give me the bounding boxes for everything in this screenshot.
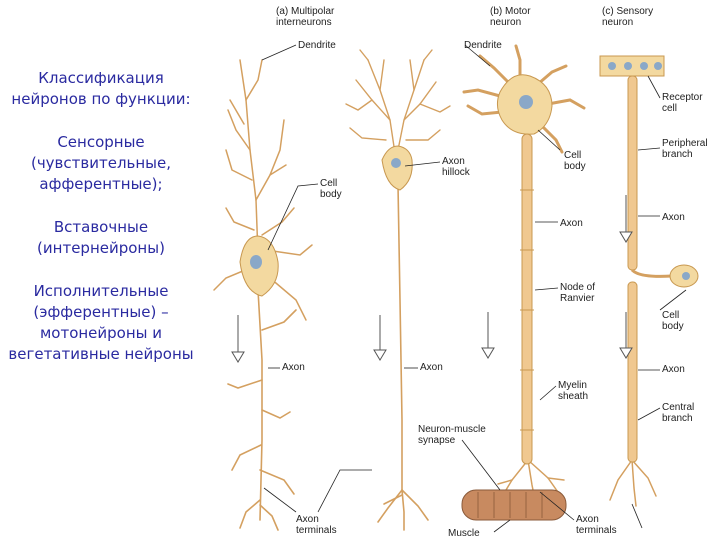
heading-c: (c) Sensory neuron bbox=[602, 6, 654, 28]
label-muscle: Muscle bbox=[448, 528, 480, 539]
receptor-cell-nuclei bbox=[608, 62, 662, 70]
effector-type: Исполнительные (эфферентные) – мотонейро… bbox=[8, 282, 194, 363]
classification-title: Классификация нейронов по функции: bbox=[11, 69, 191, 108]
label-node-of-ranvier: Node of Ranvier bbox=[560, 282, 596, 304]
motor-neuron-nucleus bbox=[519, 95, 533, 109]
label-dendrite-a: Dendrite bbox=[298, 40, 336, 51]
interneuron-1-dendrites bbox=[213, 59, 313, 321]
direction-arrows bbox=[231, 195, 633, 363]
label-receptor-cell: Receptor cell bbox=[662, 92, 703, 114]
heading-a: (a) Multipolar interneurons bbox=[276, 6, 335, 28]
muscle-striations bbox=[477, 492, 543, 518]
label-cell-body-c: Cell body bbox=[662, 310, 684, 332]
label-axon-a1: Axon bbox=[282, 362, 305, 373]
interneuron-1-axon bbox=[227, 289, 297, 531]
label-axon-terminals-b: Axon terminals bbox=[576, 514, 617, 536]
label-neuron-muscle-synapse: Neuron-muscle synapse bbox=[418, 424, 486, 446]
motor-neuron-dendrites bbox=[462, 44, 586, 154]
label-axon-hillock: Axon hillock bbox=[442, 156, 470, 178]
interneuron-1-nucleus bbox=[250, 255, 262, 269]
label-axon-a2: Axon bbox=[420, 362, 443, 373]
interneuron-2-cell-body bbox=[381, 145, 413, 191]
label-cell-body-a: Cell body bbox=[320, 178, 342, 200]
label-peripheral-branch: Peripheral branch bbox=[662, 138, 708, 160]
sensory-neuron-terminals bbox=[609, 459, 657, 507]
sensory-peripheral-axon bbox=[627, 75, 638, 271]
label-cell-body-b: Cell body bbox=[564, 150, 586, 172]
motor-neuron-nodes bbox=[520, 189, 534, 431]
sensory-connector bbox=[630, 268, 673, 278]
sensory-nucleus bbox=[682, 272, 690, 280]
label-axon-c2: Axon bbox=[662, 364, 685, 375]
label-central-branch: Central branch bbox=[662, 402, 695, 424]
label-axon-c1: Axon bbox=[662, 212, 685, 223]
sensory-central-axon bbox=[627, 281, 638, 463]
leader-lines bbox=[261, 44, 687, 533]
sensory-type: Сенсорные (чувствительные, афферентные); bbox=[30, 133, 172, 193]
label-myelin-sheath: Myelin sheath bbox=[558, 380, 589, 402]
label-dendrite-b: Dendrite bbox=[464, 40, 502, 51]
label-axon-b: Axon bbox=[560, 218, 583, 229]
motor-neuron-axon bbox=[521, 133, 533, 465]
heading-b: (b) Motor neuron bbox=[490, 6, 531, 28]
interneuron-2-axon bbox=[377, 184, 429, 531]
label-axon-terminals-a: Axon terminals bbox=[296, 514, 337, 536]
classification-text: Классификация нейронов по функции: Сенсо… bbox=[8, 68, 194, 387]
interneuron-2-dendrites bbox=[345, 49, 451, 161]
interneuron-2-nucleus bbox=[391, 158, 401, 168]
interneuron-type: Вставочные (интернейроны) bbox=[37, 218, 165, 257]
muscle-fiber bbox=[461, 489, 567, 521]
